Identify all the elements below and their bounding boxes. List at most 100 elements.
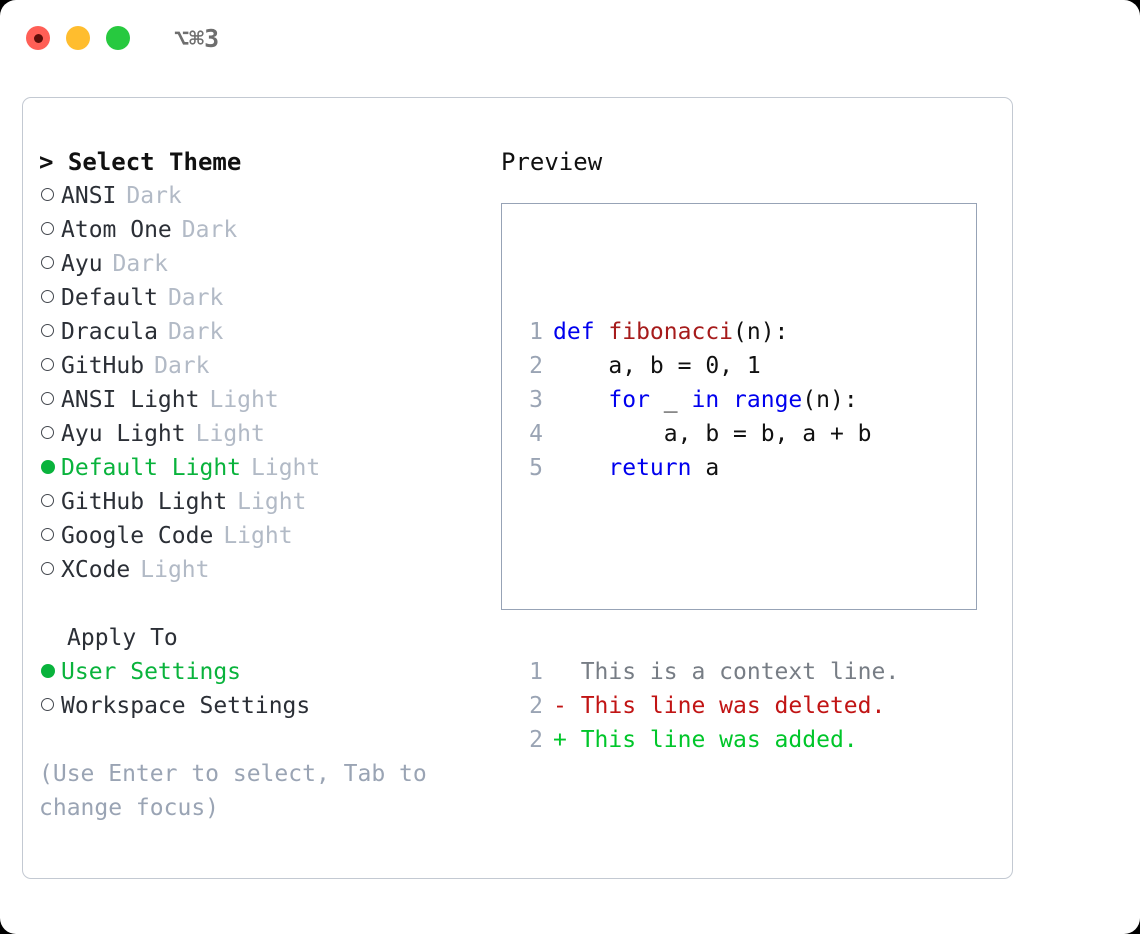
theme-variant-tag: Light <box>209 387 279 413</box>
code-line-number: 4 <box>529 421 543 447</box>
theme-variant-tag: Dark <box>112 251 168 277</box>
code-token <box>553 455 608 481</box>
list-spacer <box>39 587 489 621</box>
diff-line: 2 - This line was deleted. <box>515 689 899 723</box>
code-token: for <box>608 387 650 413</box>
theme-name-label: Dracula <box>61 319 158 345</box>
code-token: a <box>691 455 720 481</box>
code-line-number: 2 <box>529 353 543 379</box>
radio-mark <box>41 392 54 405</box>
window-title: ⌥⌘3 <box>174 23 220 53</box>
zoom-button-icon[interactable] <box>106 26 130 50</box>
theme-name-label: Default Light <box>61 455 242 481</box>
theme-variant-tag: Light <box>237 489 307 515</box>
radio-mark <box>41 528 54 541</box>
theme-variant-tag: Dark <box>181 217 238 243</box>
diff-line-number: 2 <box>529 693 543 719</box>
code-line-number: 1 <box>529 319 543 345</box>
preview-heading: Preview <box>501 148 603 176</box>
diff-line: 1 This is a context line. <box>515 655 899 689</box>
apply-to-heading: Apply To <box>67 625 178 651</box>
radio-mark <box>41 426 54 439</box>
theme-variant-tag: Dark <box>167 319 224 345</box>
theme-name-label: XCode <box>61 557 131 583</box>
theme-name-label: GitHub Light <box>61 489 228 515</box>
code-line: 2 a, b = 0, 1 <box>515 349 899 383</box>
theme-variant-tag: Dark <box>167 285 224 311</box>
radio-mark <box>41 494 54 507</box>
radio-mark <box>41 290 54 303</box>
close-button-icon[interactable] <box>26 26 50 50</box>
radio-mark <box>41 460 55 474</box>
theme-option-row[interactable]: ANSI Light Light <box>39 383 489 417</box>
minimize-button-icon[interactable] <box>66 26 90 50</box>
diff-line-number: 1 <box>529 659 543 685</box>
theme-option-row[interactable]: Dracula Dark <box>39 315 489 349</box>
apply-target-label: Workspace Settings <box>61 693 311 719</box>
radio-mark <box>41 324 54 337</box>
diff-line-text: This is a context line. <box>553 659 900 685</box>
theme-option-row[interactable]: Default Light Light <box>39 451 489 485</box>
theme-option-row[interactable]: XCode Light <box>39 553 489 587</box>
theme-option-row[interactable]: Ayu Dark <box>39 247 489 281</box>
apply-to-option-row[interactable]: Workspace Settings <box>39 689 489 723</box>
theme-name-label: Ayu <box>61 251 103 277</box>
radio-mark <box>41 562 54 575</box>
theme-variant-tag: Light <box>251 455 321 481</box>
select-theme-heading: > Select Theme <box>39 148 242 176</box>
code-line-number: 5 <box>529 455 543 481</box>
code-line: 3 for _ in range(n): <box>515 383 899 417</box>
apply-target-label: User Settings <box>61 659 242 685</box>
theme-option-row[interactable]: Default Dark <box>39 281 489 315</box>
code-token: a, b = 0, 1 <box>553 353 761 379</box>
code-token: (n): <box>733 319 789 345</box>
diff-line: 2+ This line was added. <box>515 723 899 757</box>
code-token <box>553 387 608 413</box>
code-line: 5 return a <box>515 451 899 485</box>
diff-line-text: + This line was added. <box>553 727 858 753</box>
theme-variant-tag: Light <box>140 557 210 583</box>
theme-name-label: ANSI <box>61 183 117 209</box>
code-token: def <box>553 319 609 345</box>
code-token: (n): <box>802 387 858 413</box>
code-token <box>719 387 733 413</box>
theme-variant-tag: Dark <box>154 353 210 379</box>
diff-line-text: - This line was deleted. <box>553 693 886 719</box>
theme-option-row[interactable]: GitHub Light Light <box>39 485 489 519</box>
radio-mark <box>41 664 55 678</box>
radio-mark <box>41 222 54 235</box>
code-line-text: a, b = b, a + b <box>553 417 872 451</box>
radio-mark <box>41 358 54 371</box>
apply-to-option-row[interactable]: User Settings <box>39 655 489 689</box>
diff-sample: 1 This is a context line. 2 - This line wa… <box>515 655 899 757</box>
radio-mark <box>41 256 54 269</box>
code-token: fibonacci <box>608 319 734 345</box>
code-line: 4 a, b = b, a + b <box>515 417 899 451</box>
theme-name-label: Ayu Light <box>61 421 186 447</box>
code-line-text: return a <box>553 451 719 485</box>
theme-name-label: Default <box>61 285 158 311</box>
title-bar: ⌥⌘3 <box>0 0 1140 76</box>
radio-mark <box>41 698 54 711</box>
theme-variant-tag: Light <box>223 523 293 549</box>
code-diff-separator <box>515 553 899 587</box>
code-line-text: def fibonacci(n): <box>553 315 788 349</box>
keyboard-hint: (Use Enter to select, Tab to change focu… <box>39 761 427 821</box>
theme-name-label: ANSI Light <box>61 387 200 413</box>
code-line: 1 def fibonacci(n): <box>515 315 899 349</box>
code-token: range <box>733 387 803 413</box>
